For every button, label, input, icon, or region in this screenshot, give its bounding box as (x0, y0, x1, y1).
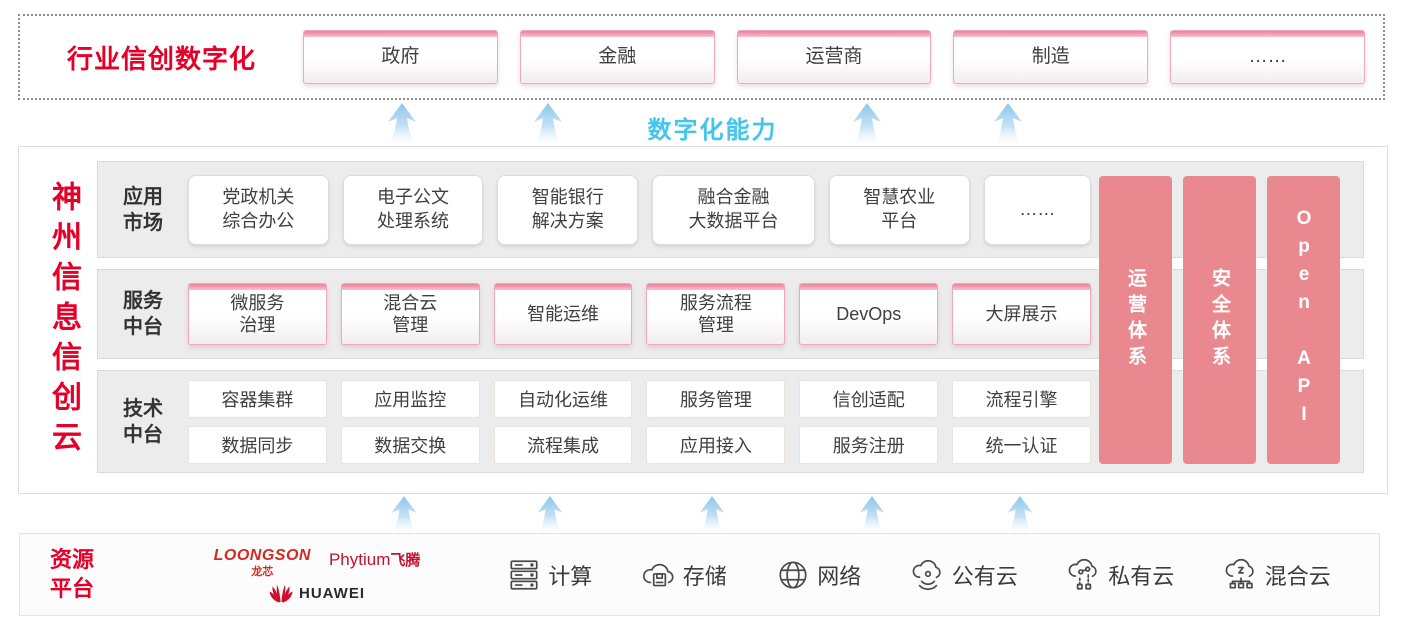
tech-box-automated-ops: 自动化运维 (493, 379, 633, 418)
tech-platform-row: 技术 中台 容器集群 应用监控 自动化运维 服务管理 信创适配 流程引擎 数据同… (97, 370, 1364, 473)
tech-box-app-monitoring: 应用监控 (340, 379, 480, 418)
app-box-finance-bigdata: 融合金融 大数据平台 (652, 174, 815, 245)
tech-box-service-mgmt: 服务管理 (646, 379, 786, 418)
banner-title: 行业信创数字化 (66, 43, 256, 74)
tech-box-process-engine: 流程引擎 (952, 379, 1091, 418)
resource-item-label: 存储 (682, 563, 727, 589)
pillar-operation-system: 运营体系 (1099, 176, 1172, 464)
app-box-gov-office: 党政机关 综合办公 (188, 174, 329, 245)
svc-box-devops: DevOps (799, 283, 939, 345)
resource-platform-panel: 资源 平台 LOONGSON 龙芯 Phytium飞腾 (19, 533, 1380, 616)
phytium-wordmark: Phytium (328, 549, 391, 569)
resource-item-storage: 存储 (641, 557, 727, 593)
up-arrow-icon (534, 103, 562, 145)
up-arrow-icon (1007, 496, 1033, 533)
tech-box-service-registry: 服务注册 (799, 425, 939, 464)
svc-box-intelligent-ops: 智能运维 (493, 283, 633, 345)
svc-box-microservice-governance: 微服务 治理 (188, 283, 327, 345)
up-arrow-icon (537, 496, 563, 533)
service-platform-row: 服务 中台 微服务 治理 混合云 管理 智能运维 服务流程 管理 DevOps … (97, 269, 1364, 359)
industry-box-government: 政府 (303, 30, 498, 84)
up-arrow-icon (699, 496, 725, 533)
up-arrow-icon (994, 103, 1022, 145)
up-arrow-icon (388, 103, 416, 145)
hybrid-cloud-icon (1225, 558, 1254, 589)
resource-item-label: 混合云 (1264, 563, 1331, 589)
resource-item-label: 计算 (548, 563, 593, 589)
platform-title: 神州信息信创云 (47, 180, 80, 461)
resource-platform-label: 资源 平台 (50, 546, 95, 601)
app-market-row: 应用 市场 党政机关 综合办公 电子公文 处理系统 智能银行 解决方案 融合金融… (97, 161, 1364, 258)
resource-item-public-cloud: 公有云 (910, 557, 1018, 593)
loongson-wordmark: LOONGSON (213, 546, 311, 564)
resource-item-hybrid-cloud: 混合云 (1223, 557, 1331, 593)
svc-box-hybrid-cloud-mgmt: 混合云 管理 (340, 283, 480, 345)
industry-box-list: 政府 金融 运营商 制造 …… (303, 30, 1365, 84)
industry-banner: 行业信创数字化 政府 金融 运营商 制造 …… (18, 14, 1385, 100)
tech-box-container-cluster: 容器集群 (188, 379, 327, 418)
app-box-more: …… (983, 174, 1092, 245)
phytium-logo: Phytium飞腾 (329, 549, 420, 570)
resource-item-list: 计算 存储 网络 (482, 557, 1355, 593)
public-cloud-icon (912, 559, 941, 590)
resource-item-label: 公有云 (951, 563, 1018, 589)
app-market-boxes: 党政机关 综合办公 电子公文 处理系统 智能银行 解决方案 融合金融 大数据平台… (188, 174, 1092, 245)
digital-capability-label: 数字化能力 (647, 117, 778, 144)
private-cloud-icon (1068, 558, 1097, 590)
cloud-platform-panel: 神州信息信创云 应用 市场 党政机关 综合办公 电子公文 处理系统 智能银行 解… (18, 146, 1388, 494)
tech-box-data-sync: 数据同步 (188, 425, 327, 464)
app-box-smart-banking: 智能银行 解决方案 (497, 174, 639, 245)
huawei-wordmark: HUAWEI (299, 585, 365, 602)
app-box-smart-agriculture: 智慧农业 平台 (828, 174, 970, 245)
service-platform-boxes: 微服务 治理 混合云 管理 智能运维 服务流程 管理 DevOps 大屏展示 (188, 283, 1091, 345)
loongson-chinese: 龙芯 (251, 565, 274, 578)
pillar-security-system: 安全体系 (1183, 176, 1256, 464)
tech-platform-boxes: 容器集群 应用监控 自动化运维 服务管理 信创适配 流程引擎 数据同步 数据交换… (188, 379, 1091, 464)
up-arrow-icon (391, 496, 417, 533)
phytium-chinese: 飞腾 (390, 551, 421, 569)
tech-box-app-access: 应用接入 (646, 425, 786, 464)
resource-item-label: 私有云 (1108, 563, 1175, 589)
service-platform-label: 服务 中台 (123, 290, 163, 338)
storage-icon (642, 563, 674, 586)
up-arrow-icon (859, 496, 885, 533)
resource-item-label: 网络 (817, 563, 862, 589)
industry-box-finance: 金融 (519, 30, 715, 84)
compute-server-icon (510, 559, 538, 590)
loongson-logo: LOONGSON 龙芯 (214, 547, 311, 579)
huawei-logo: HUAWEI (269, 584, 365, 603)
pillar-open-api: Open API (1267, 176, 1340, 464)
tech-box-process-integration: 流程集成 (493, 425, 633, 464)
tech-box-xinchuang-adaptation: 信创适配 (799, 379, 939, 418)
app-market-label: 应用 市场 (123, 185, 163, 234)
industry-box-operator: 运营商 (736, 30, 932, 84)
up-arrow-icon (853, 103, 881, 145)
tech-platform-label: 技术 中台 (123, 397, 163, 446)
svc-box-service-process-mgmt: 服务流程 管理 (646, 283, 786, 345)
app-box-edoc-system: 电子公文 处理系统 (342, 174, 484, 245)
resource-item-private-cloud: 私有云 (1066, 557, 1174, 593)
svc-box-big-screen: 大屏展示 (952, 283, 1091, 345)
industry-box-more: …… (1170, 30, 1365, 84)
resource-item-network: 网络 (775, 557, 861, 593)
tech-box-data-exchange: 数据交换 (340, 425, 480, 464)
vendor-logos: LOONGSON 龙芯 Phytium飞腾 (182, 547, 452, 603)
resource-item-compute: 计算 (506, 557, 592, 593)
tech-box-unified-auth: 统一认证 (952, 425, 1091, 464)
network-icon (779, 560, 807, 589)
huawei-petal-icon (269, 584, 293, 602)
industry-box-manufacturing: 制造 (953, 30, 1149, 84)
